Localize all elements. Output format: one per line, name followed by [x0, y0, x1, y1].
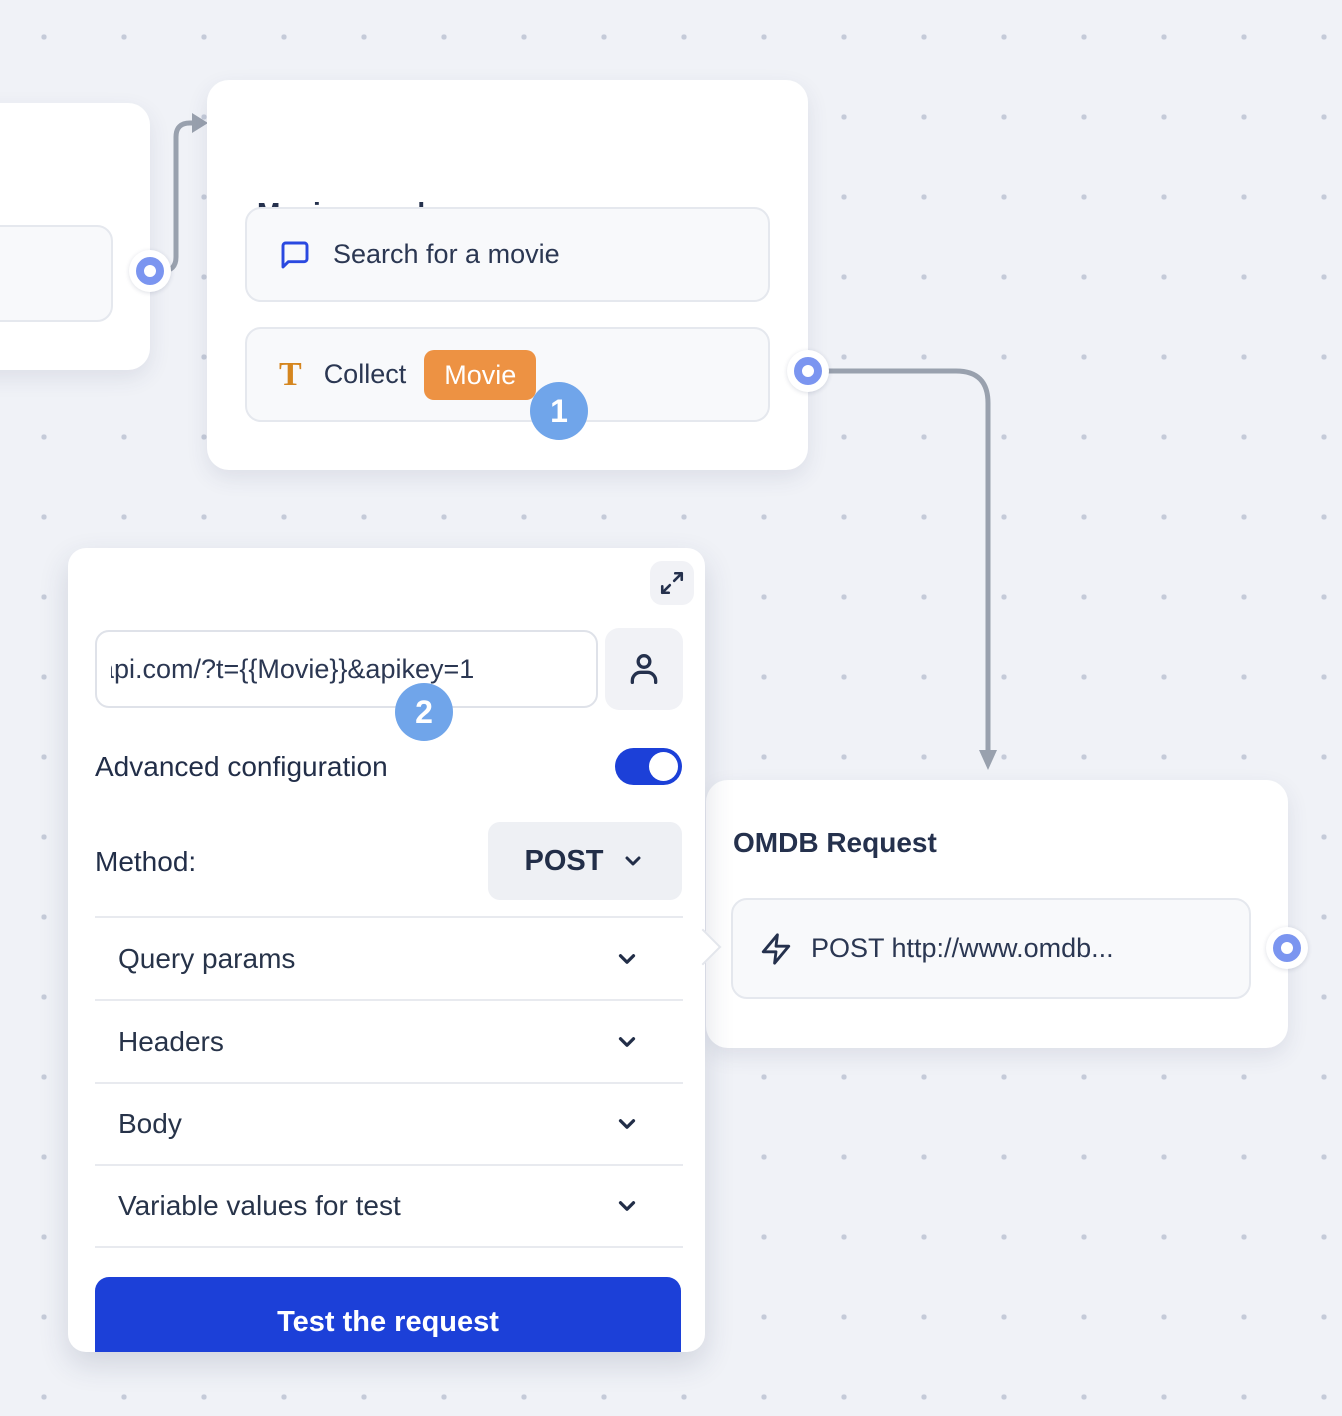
section-label: Query params	[118, 942, 296, 974]
tutorial-step-1-badge: 1	[530, 382, 588, 440]
person-icon	[630, 654, 658, 684]
section-label: Variable values for test	[118, 1189, 401, 1221]
webhook-url-input[interactable]	[95, 630, 598, 708]
chevron-down-icon	[618, 1036, 636, 1047]
toggle-knob	[649, 752, 678, 781]
connection-port-left-node-out[interactable]	[136, 257, 164, 285]
text-T-icon: T	[279, 355, 302, 393]
connection-port-movie-out[interactable]	[794, 357, 822, 385]
connector-movie-to-omdb	[823, 368, 991, 753]
collect-label: Collect	[323, 359, 407, 389]
connection-port-omdb-out[interactable]	[1273, 934, 1301, 962]
omdb-request-node[interactable]: OMDB Request POST http://www.omdb...	[706, 780, 1288, 1048]
partial-node-item[interactable]	[0, 225, 113, 322]
port-halo	[129, 250, 171, 292]
chevron-down-icon	[618, 1118, 636, 1129]
partial-left-node[interactable]	[0, 103, 150, 370]
arrowhead-right-icon	[192, 113, 208, 133]
section-query-params[interactable]: Query params	[95, 918, 683, 1001]
method-value: POST	[524, 844, 604, 877]
collect-block[interactable]: T Collect Movie	[245, 327, 770, 422]
section-variable-values[interactable]: Variable values for test	[95, 1165, 683, 1248]
test-request-button[interactable]: Test the request	[95, 1277, 681, 1352]
question-block[interactable]: Search for a movie	[245, 207, 770, 302]
section-headers[interactable]: Headers	[95, 1001, 683, 1084]
method-label: Method:	[95, 846, 197, 877]
chevron-down-icon	[618, 953, 636, 964]
divider	[95, 916, 683, 918]
user-variable-button[interactable]	[605, 628, 683, 710]
section-body[interactable]: Body	[95, 1083, 683, 1166]
maximize-icon	[660, 571, 684, 595]
port-halo	[787, 350, 829, 392]
section-label: Body	[118, 1107, 182, 1139]
node-title: OMDB Request	[733, 827, 937, 858]
tutorial-step-2-badge: 2	[395, 683, 453, 741]
advanced-config-label: Advanced configuration	[95, 751, 388, 782]
advanced-config-toggle[interactable]	[615, 748, 682, 785]
expand-button[interactable]	[650, 561, 694, 605]
lightning-icon	[759, 932, 793, 966]
method-select[interactable]: POST	[488, 822, 682, 900]
movie-search-node[interactable]: Movie search Search for a movie T Collec…	[207, 80, 808, 470]
webhook-config-panel: Advanced configuration Method: POST Quer…	[68, 548, 705, 1352]
arrowhead-down-icon	[979, 750, 997, 770]
section-label: Headers	[118, 1025, 224, 1057]
chevron-down-icon	[618, 1200, 636, 1211]
question-label: Search for a movie	[333, 239, 560, 269]
variable-badge[interactable]: Movie	[424, 349, 537, 400]
chevron-down-icon	[625, 856, 641, 866]
port-halo	[1266, 927, 1308, 969]
webhook-block[interactable]: POST http://www.omdb...	[731, 898, 1251, 999]
webhook-label: POST http://www.omdb...	[811, 933, 1114, 963]
chat-bubble-icon	[279, 239, 311, 271]
connector-left-to-movie	[147, 120, 195, 274]
